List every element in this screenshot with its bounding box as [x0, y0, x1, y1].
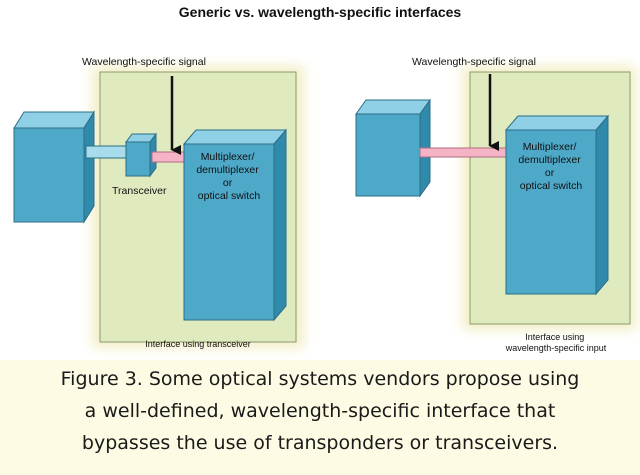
left-equipment-box — [13, 110, 95, 224]
left-mux-label-line: or — [223, 177, 233, 189]
left-wavelength-fiber — [151, 151, 187, 163]
right-panel-caption-line: wavelength-specific input — [505, 343, 607, 353]
left-connector-bar — [85, 145, 129, 159]
right-mux-label-line: or — [545, 167, 555, 179]
right-panel: Wavelength-specific signal Multiplexer/ … — [355, 56, 636, 353]
transceiver-label: Transceiver — [112, 185, 167, 197]
left-mux-label-line: Multiplexer/ — [201, 151, 255, 163]
figure-caption-line: bypasses the use of transponders or tran… — [81, 432, 559, 454]
figure-caption-line: Figure 3. Some optical systems vendors p… — [60, 368, 580, 390]
left-panel: Wavelength-specific signal Multiplexer/ … — [13, 56, 304, 349]
left-mux-label: Multiplexer/ demultiplexer or optical sw… — [196, 151, 261, 202]
right-mux-label-line: Multiplexer/ — [523, 141, 577, 153]
page-title: Generic vs. wavelength-specific interfac… — [178, 4, 462, 20]
left-mux-box — [182, 128, 288, 322]
interface-diagram: Wavelength-specific signal Multiplexer/ … — [13, 56, 636, 353]
figure-caption-line: a well-defined, wavelength-specific inte… — [84, 400, 556, 422]
figure-caption: Figure 3. Some optical systems vendors p… — [0, 360, 640, 475]
right-panel-caption: Interface using wavelength-specific inpu… — [505, 332, 607, 353]
left-mux-label-line: demultiplexer — [196, 164, 259, 176]
right-mux-label-line: demultiplexer — [518, 154, 581, 166]
right-wavelength-fiber — [419, 147, 509, 158]
transceiver-box — [125, 132, 157, 178]
left-panel-caption: Interface using transceiver — [145, 339, 251, 349]
right-mux-label-line: optical switch — [520, 180, 583, 192]
right-panel-caption-line: Interface using — [525, 332, 584, 342]
left-mux-label-line: optical switch — [198, 190, 261, 202]
left-signal-label: Wavelength-specific signal — [82, 56, 206, 68]
right-signal-label: Wavelength-specific signal — [412, 56, 536, 68]
right-equipment-box — [355, 98, 431, 198]
right-mux-label: Multiplexer/ demultiplexer or optical sw… — [518, 141, 583, 192]
right-mux-box — [504, 114, 610, 296]
